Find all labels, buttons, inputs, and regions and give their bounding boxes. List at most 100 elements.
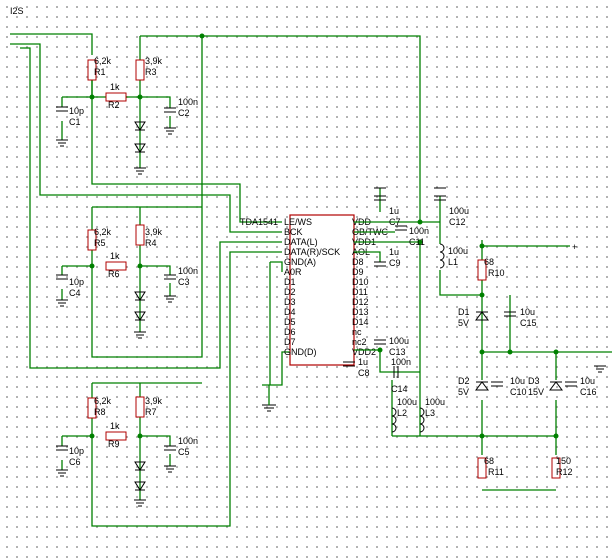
i2s-title: I2S [10, 6, 24, 16]
r8-value: 6,2k [94, 396, 112, 406]
ic-left-pin-8: D3 [284, 297, 296, 307]
resistor-r11 [477, 457, 487, 479]
c5-value: 100n [178, 436, 198, 446]
c3-ref: C3 [178, 277, 190, 287]
resistor-r2 [105, 92, 127, 102]
d2-value: 5V [458, 387, 469, 397]
c10-value: 10u [510, 376, 525, 386]
filter-stage-2: 6,2k R5 1k R6 3,9k R4 10p C4 100n C3 [56, 206, 202, 339]
d3-ref: D3 [528, 376, 540, 386]
ic-right-pin-7: D11 [352, 287, 368, 297]
ic-left-pin-6: D1 [284, 277, 296, 287]
r4-value: 3,9k [145, 227, 163, 237]
resistor-r10 [477, 259, 487, 281]
c13-value: 100u [389, 336, 409, 346]
ic-right-pin-10: D14 [352, 317, 369, 327]
c15-value: 10u [520, 307, 535, 317]
ic-right-pin-4: D8 [352, 257, 364, 267]
l1-ref: L1 [448, 257, 458, 267]
ic-right-pin-12: nc2 [352, 337, 367, 347]
resistor-r6 [105, 261, 127, 271]
d1-ref: D1 [458, 307, 470, 317]
c11-value: 100n [409, 226, 429, 236]
c13-ref: C13 [389, 347, 406, 357]
r5-value: 6,2k [94, 227, 112, 237]
resistor-r9 [105, 431, 127, 441]
c12-ref: C12 [449, 217, 466, 227]
r11-ref: R11 [488, 467, 504, 477]
ic-right-pin-8: D12 [352, 297, 369, 307]
c7-value: 1u [389, 206, 399, 216]
ic-left-pin-3: DATA(R)/SCK [284, 247, 340, 257]
resistor-r8 [87, 397, 97, 419]
ic-left-pin-5: A0R [284, 267, 302, 277]
c11-ref: C11 [409, 237, 425, 247]
ic-right-pin-6: D10 [352, 277, 369, 287]
ic-tda1541: TDA1541 [240, 214, 355, 412]
c8-value: 1u [358, 357, 368, 367]
l3-value: 100u [425, 397, 445, 407]
ic-left-pin-12: D7 [284, 337, 296, 347]
r11-value: 68 [484, 456, 494, 466]
r2-value: 1k [110, 82, 120, 92]
c3-value: 100n [178, 266, 198, 276]
ic-right-pin-5: D9 [352, 267, 364, 277]
r1-ref: R1 [94, 67, 106, 77]
c1-ref: C1 [69, 117, 81, 127]
c16-ref: C16 [580, 387, 597, 397]
r3-value: 3,9k [145, 56, 163, 66]
c16-value: 10u [580, 376, 595, 386]
c2-ref: C2 [178, 108, 190, 118]
r5-ref: R5 [94, 238, 106, 248]
supply-decoupling: + 1u C7 100n C11 100u C12 1u C9 100u C13… [202, 35, 612, 491]
ic-left-pin-9: D4 [284, 307, 296, 317]
r3-ref: R3 [145, 67, 157, 77]
d2-ref: D2 [458, 376, 470, 386]
resistor-r5 [87, 229, 97, 251]
c9-value: 1u [389, 247, 399, 257]
ic-right-pin-9: D13 [352, 307, 369, 317]
ic-left-pin-10: D5 [284, 317, 296, 327]
ic-right-pin-11: nc [352, 327, 362, 337]
ic-left-pin-4: GND(A) [284, 257, 316, 267]
c2-value: 100n [178, 97, 198, 107]
c8-ref: C8 [358, 368, 370, 378]
r10-value: 68 [484, 257, 494, 267]
c1-value: 10p [69, 106, 84, 116]
c14-value: 100n [391, 357, 411, 367]
resistor-r1 [87, 59, 97, 81]
c7-ref: C7 [389, 217, 401, 227]
r2-ref: R2 [108, 100, 120, 110]
c10-ref: C10 [510, 387, 527, 397]
filter-stage-1: 6,2k R1 1k R2 3,9k R3 10p C1 100n C2 [56, 33, 205, 358]
c12-value: 100u [449, 206, 469, 216]
l2-ref: L2 [397, 408, 407, 418]
ic-left-pin-7: D2 [284, 287, 296, 297]
ic-left-pin-13: GND(D) [284, 347, 317, 357]
l1-value: 100u [448, 246, 468, 256]
c15-ref: C15 [520, 318, 537, 328]
r7-value: 3,9k [145, 396, 163, 406]
ic-right-pin-13: VDD2 [352, 347, 376, 357]
r9-ref: R9 [108, 439, 120, 449]
l2-value: 100u [397, 397, 417, 407]
c14-ref: C14 [391, 384, 408, 394]
filter-stage-3: 6,2k R8 1k R9 3,9k R7 10p C6 100n C5 [56, 251, 282, 527]
r12-ref: R12 [556, 467, 573, 477]
d3-value: 15V [528, 387, 544, 397]
supply-plus-label: + [572, 242, 577, 252]
d1-value: 5V [458, 318, 469, 328]
resistor-r12 [551, 457, 561, 479]
r6-ref: R6 [108, 269, 120, 279]
resistor-r4 [135, 224, 145, 246]
ic-right-pin-labels: VDDOB/TWCVDD1AOLD8D9D10D11D12D13D14ncnc2… [352, 217, 388, 357]
c6-ref: C6 [69, 457, 81, 467]
r10-ref: R10 [488, 268, 505, 278]
resistor-r7 [135, 396, 145, 418]
c5-ref: C5 [178, 447, 190, 457]
resistor-r3 [135, 59, 145, 81]
c9-ref: C9 [389, 258, 401, 268]
ic-left-pin-11: D6 [284, 327, 296, 337]
c6-value: 10p [69, 446, 84, 456]
